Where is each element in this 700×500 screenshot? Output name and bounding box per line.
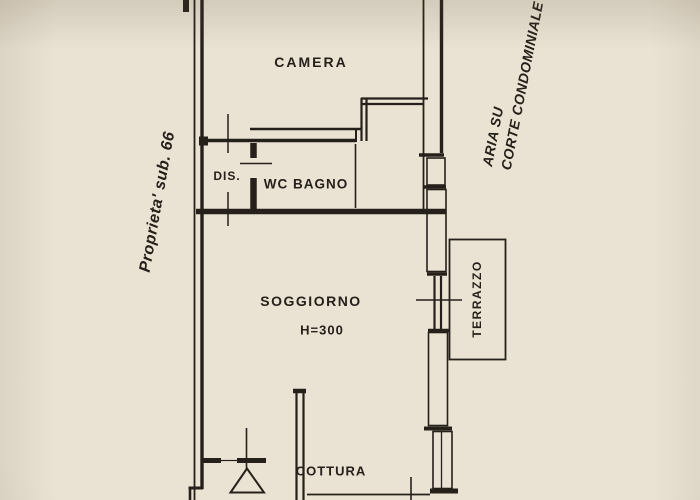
room-label-soggiorno: SOGGIORNO: [260, 293, 362, 309]
bottom-walls: [202, 388, 430, 500]
window-symbol: [427, 331, 449, 427]
terrazzo-outline: [448, 238, 507, 361]
dis-wc-walls: [196, 114, 446, 226]
camera-walls: [199, 97, 428, 146]
cut-wall-mark: [183, 0, 189, 12]
room-label-camera: CAMERA: [274, 54, 348, 70]
room-label-wc-bagno: WC BAGNO: [263, 176, 349, 192]
room-label-terrazzo: TERRAZZO: [470, 260, 484, 338]
window-symbol: [426, 157, 446, 186]
room-label-dis: DIS.: [213, 169, 241, 183]
terrace-door-symbol: [426, 188, 447, 273]
left-wall: [183, 0, 204, 500]
flue-triangle-symbol: [228, 466, 266, 494]
room-height-note: H=300: [300, 322, 344, 338]
right-wall-windows: [416, 0, 462, 494]
window-symbol: [432, 430, 453, 490]
room-label-cottura: COTTURA: [295, 463, 367, 479]
